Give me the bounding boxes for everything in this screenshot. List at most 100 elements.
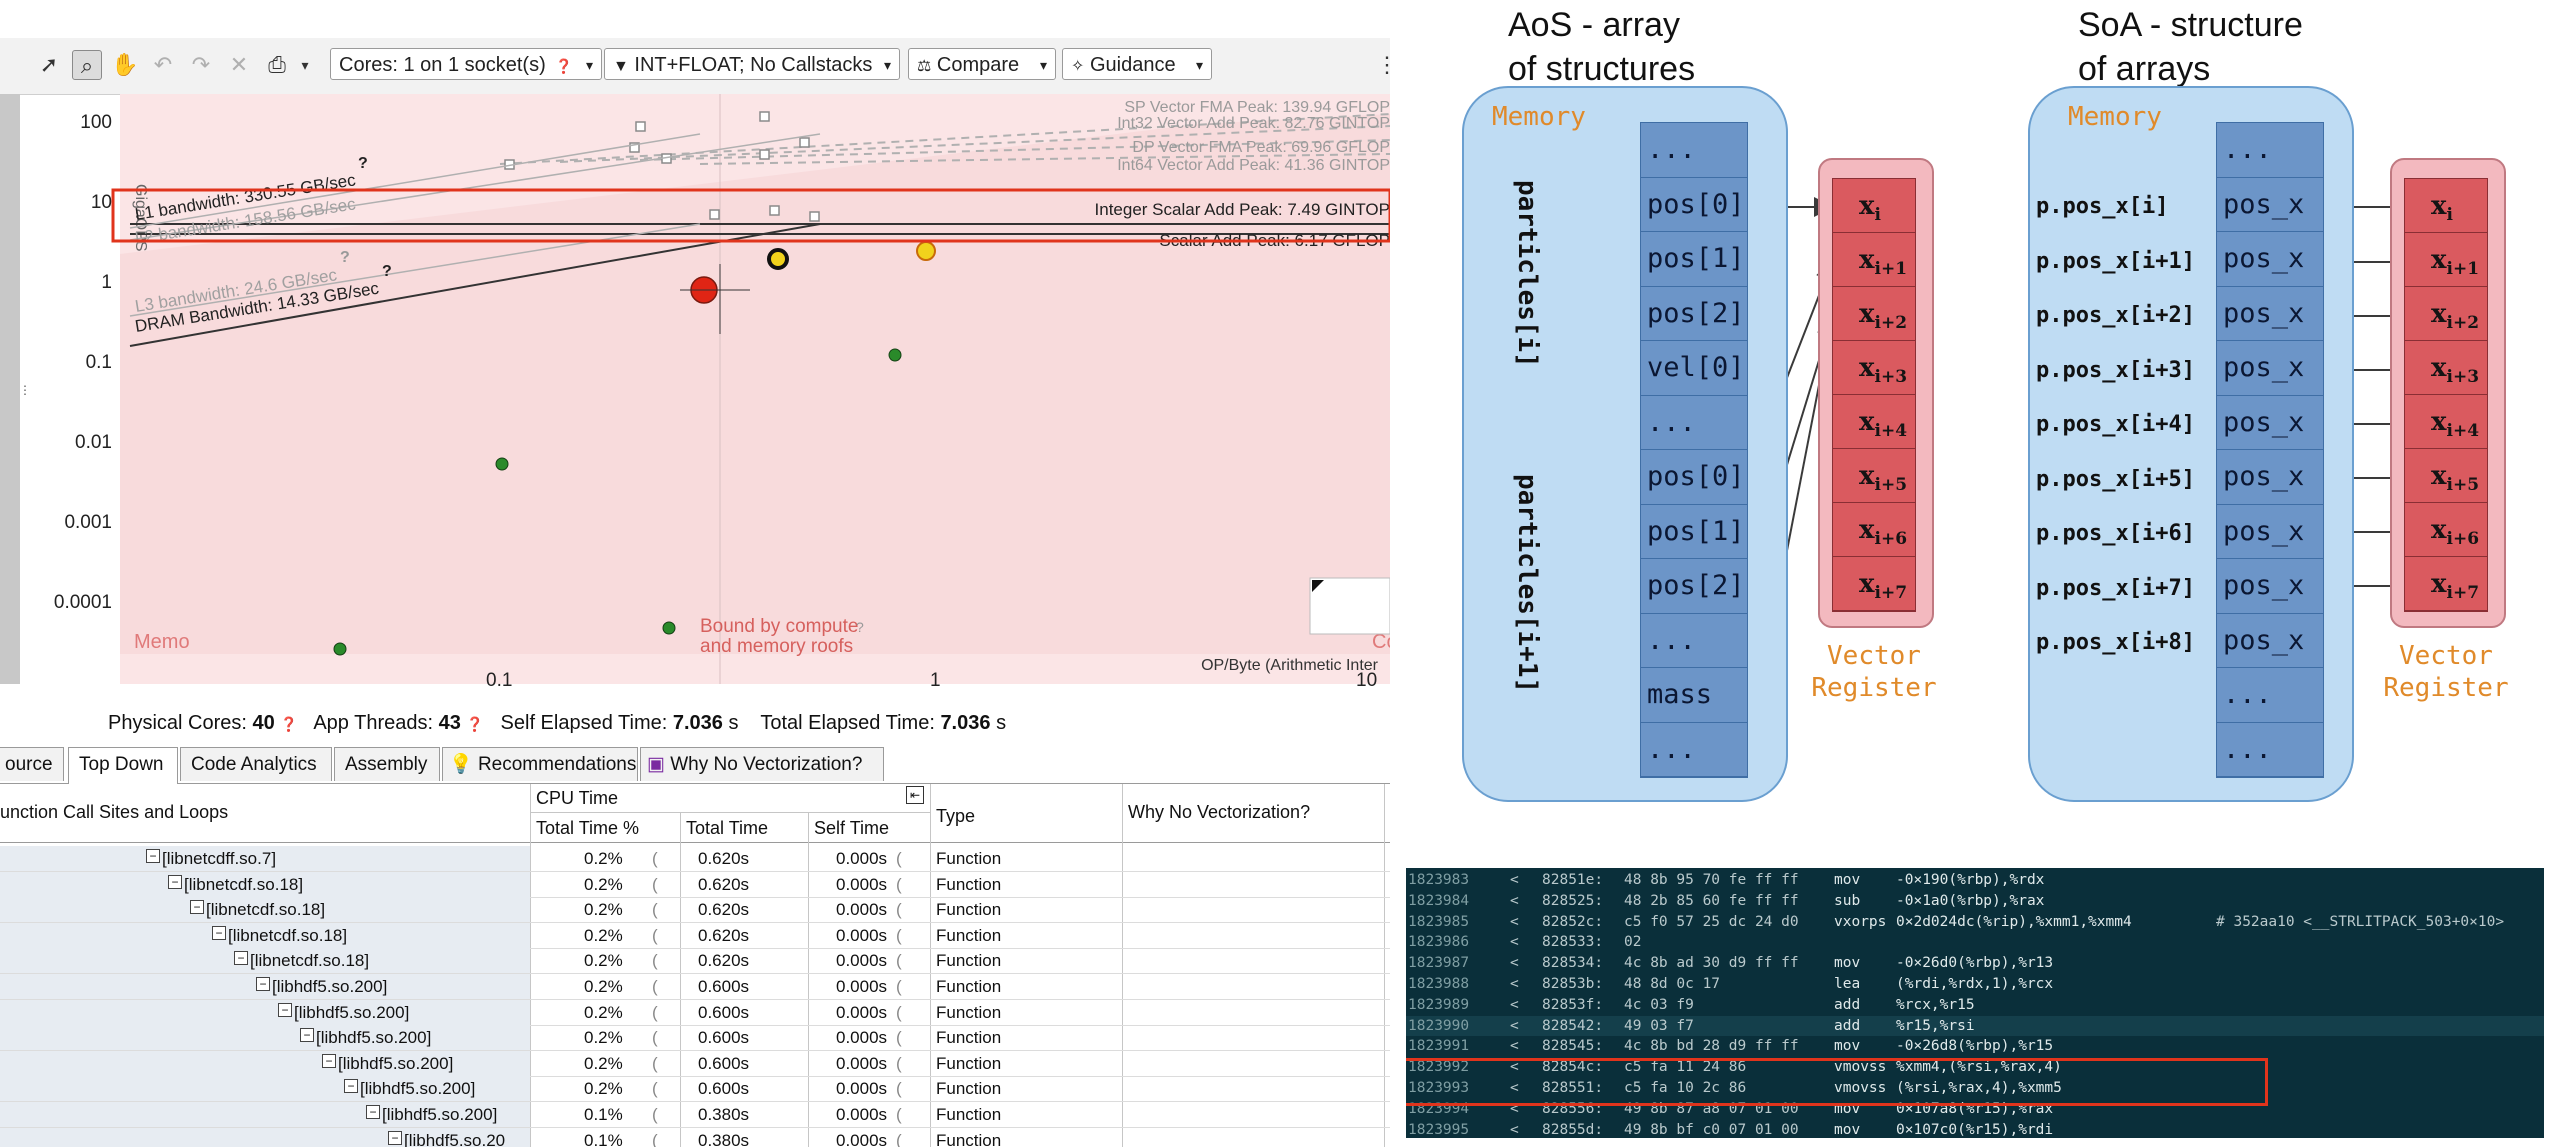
total-elapsed-value: 7.036	[940, 712, 991, 734]
register-lane: xi+7	[1833, 557, 1915, 611]
advisor-panel: ➚ ⌕ ✋ ↶ ↷ ✕ ⎙ ▾ Cores: 1 on 1 socket(s) …	[0, 38, 1390, 1147]
help-icon[interactable]: ❓	[466, 716, 484, 732]
collapse-icon[interactable]: −	[168, 874, 182, 889]
address: 82851e:	[1542, 872, 1604, 888]
row-divider	[0, 947, 1390, 949]
tab-assembly[interactable]: Assembly	[334, 747, 440, 781]
loop-dot[interactable]	[916, 241, 936, 261]
register-lane: xi+6	[1833, 503, 1915, 557]
register-lane: xi	[1833, 179, 1915, 233]
collapse-icon[interactable]: −	[212, 925, 226, 940]
zoom-icon[interactable]: ⌕	[72, 50, 102, 80]
roof-label: Integer Scalar Add Peak: 7.49 GINTOP	[1095, 200, 1390, 219]
disasm-line[interactable]: 1823986<828533:02	[1406, 932, 2544, 953]
loop-dot[interactable]	[662, 621, 676, 635]
export-icon[interactable]: ⎙	[268, 52, 286, 77]
collapse-icon[interactable]: −	[146, 849, 160, 863]
redo-icon[interactable]: ↷	[191, 52, 211, 77]
col-cpu-time-header[interactable]: CPU Time	[536, 788, 619, 808]
register-lane: xi+6	[2405, 503, 2487, 557]
col-self-header[interactable]: Self Time	[814, 818, 890, 838]
roofline-chart[interactable]: ⋮ 100 10 1 0.1 0.01 0.001 0.0001 GigaOPS…	[0, 94, 1390, 731]
col-type-header[interactable]: Type	[936, 806, 976, 826]
pointer-icon[interactable]: ➚	[39, 52, 59, 77]
tree-cell-bg	[0, 948, 530, 974]
left-splitter[interactable]	[0, 94, 20, 684]
loop-dot[interactable]	[495, 457, 509, 471]
mini-map[interactable]	[1309, 577, 1390, 635]
cores-dropdown[interactable]: Cores: 1 on 1 socket(s) ❓ ▾	[330, 48, 602, 80]
loop-dot[interactable]	[888, 348, 902, 362]
collapse-icon[interactable]: −	[256, 977, 270, 991]
col-divider	[680, 812, 681, 1147]
mnemonic: mov	[1834, 1121, 1861, 1138]
collapse-icon[interactable]: −	[278, 1002, 292, 1017]
loop-dot[interactable]	[333, 642, 347, 656]
aos-title: of structures	[1508, 50, 1696, 88]
header-divider	[530, 812, 930, 813]
y-tick: 0.01	[75, 432, 112, 453]
line-number: 1823993	[1408, 1080, 1470, 1096]
clear-icon[interactable]: ✕	[229, 52, 249, 77]
total-time-pct: 0.2%	[584, 1053, 623, 1073]
function-name: [libhdf5.so.200]	[316, 1028, 432, 1048]
col-function-header[interactable]: unction Call Sites and Loops	[0, 802, 229, 822]
tab-source[interactable]: ource	[0, 747, 64, 781]
more-icon[interactable]: ⋮	[1376, 52, 1390, 77]
col-total-pct-header[interactable]: Total Time %	[536, 818, 640, 838]
col-why-header[interactable]: Why No Vectorization?	[1128, 802, 1311, 822]
chevron-down-icon: ▾	[883, 57, 891, 73]
collapse-icon[interactable]: −	[344, 1079, 358, 1094]
tab-code-analytics[interactable]: Code Analytics	[180, 747, 332, 781]
collapse-icon[interactable]: −	[300, 1028, 314, 1043]
soa-index-label: p.pos_x[i+1]	[2036, 248, 2195, 274]
help-icon[interactable]: ❓	[280, 716, 298, 732]
register-lane: xi+1	[1833, 233, 1915, 287]
col-total-header[interactable]: Total Time	[686, 818, 769, 838]
physical-cores-value: 40	[252, 712, 275, 734]
chevron-down-icon[interactable]: ▾	[301, 57, 309, 73]
collapse-column-icon[interactable]: ⇤	[906, 786, 924, 804]
tab-recommendations[interactable]: 💡 Recommendations	[442, 747, 638, 781]
guidance-button[interactable]: ✧ Guidance ▾	[1062, 48, 1212, 80]
collapse-icon[interactable]: −	[234, 951, 248, 966]
pan-hand-icon[interactable]: ✋	[111, 52, 139, 77]
undo-icon[interactable]: ↶	[153, 52, 173, 77]
type: Function	[936, 1002, 1002, 1022]
collapse-icon[interactable]: −	[190, 900, 204, 915]
filter-dropdown[interactable]: ▼ INT+FLOAT; No Callstacks ▾	[604, 48, 900, 80]
collapse-icon[interactable]: −	[322, 1053, 336, 1068]
function-name: [libhdf5.so.200]	[382, 1105, 498, 1124]
tab-top-down[interactable]: Top Down	[68, 747, 178, 784]
memory-cell: ...	[1641, 723, 1747, 777]
loop-dot-selected[interactable]	[767, 248, 789, 270]
collapse-icon[interactable]: −	[366, 1105, 380, 1119]
compare-button[interactable]: ⚖ Compare ▾	[908, 48, 1056, 80]
row-divider	[0, 1127, 1390, 1128]
tab-why-no-vectorization[interactable]: ▣ Why No Vectorization?	[640, 747, 884, 781]
collapse-icon[interactable]: −	[388, 1130, 402, 1145]
